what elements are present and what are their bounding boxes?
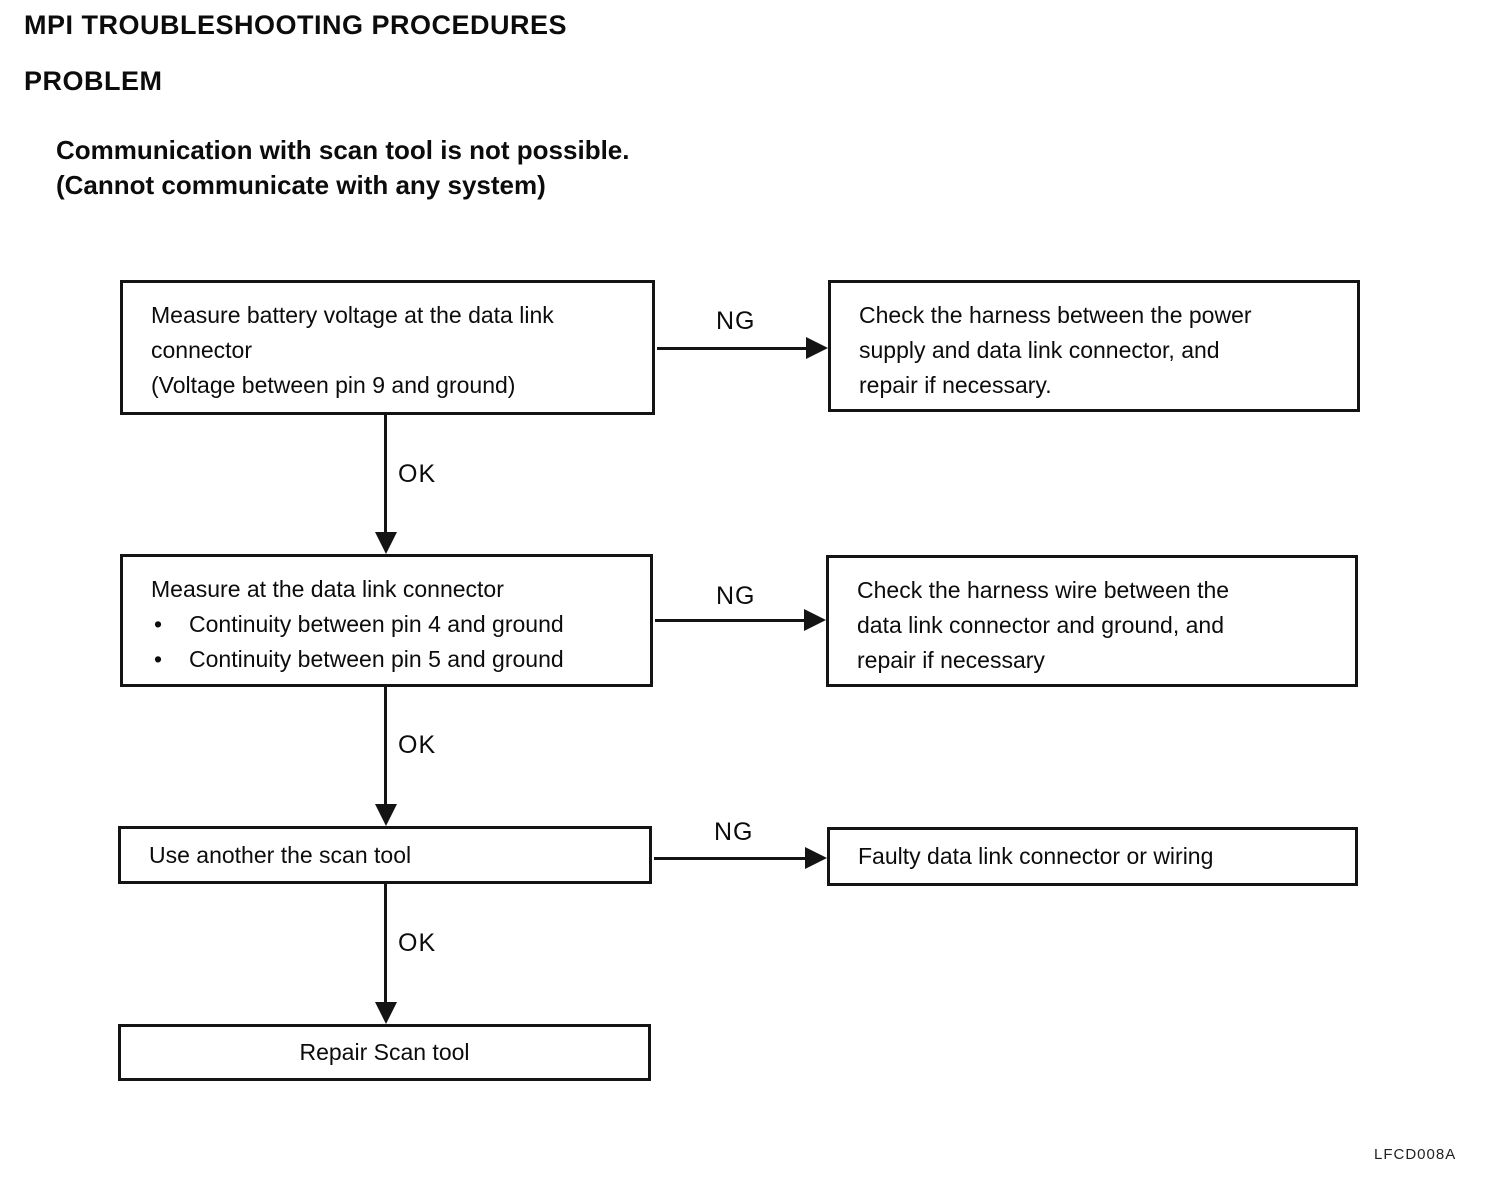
problem-heading: PROBLEM [24,66,163,96]
ok-label-1: OK [398,460,437,488]
step1-text-line: Measure battery voltage at the data link [151,302,554,328]
connector-line-step3-result3 [654,857,807,860]
figure-code: LFCD008A [1374,1146,1457,1163]
step1-text-line: (Voltage between pin 9 and ground) [151,372,516,398]
step3-text: Use another the scan tool [149,841,412,868]
arrow-down-icon [375,532,397,554]
flow-result-faulty-data-link-connector: Faulty data link connector or wiring [827,827,1358,886]
connector-line-step2-result2 [655,619,806,622]
connector-line-step1-step2 [384,415,387,532]
flow-step-measure-data-link-connector: Measure at the data link connector • Con… [120,554,653,687]
flow-step-repair-scan-tool: Repair Scan tool [118,1024,651,1081]
result1-text-line: supply and data link connector, and [859,337,1220,363]
flow-step-measure-battery-voltage: Measure battery voltage at the data link… [120,280,655,415]
step2-bullet-text: Continuity between pin 5 and ground [189,646,564,672]
ng-label-3: NG [714,818,754,846]
result2-text-line: Check the harness wire between the [857,577,1230,603]
ok-label-3: OK [398,929,437,957]
step2-bullet-item: • Continuity between pin 4 and ground [151,607,640,642]
result1-text-line: repair if necessary. [859,372,1052,398]
ng-label-1: NG [716,307,756,335]
ng-label-2: NG [716,582,756,610]
result2-text-line: repair if necessary [857,647,1045,673]
connector-line-step3-step4 [384,884,387,1002]
problem-description: Communication with scan tool is not poss… [56,133,630,203]
flow-result-check-ground-harness: Check the harness wire between the data … [826,555,1358,687]
ok-label-2: OK [398,731,437,759]
result1-text-line: Check the harness between the power [859,302,1252,328]
arrow-down-icon [375,804,397,826]
arrow-right-icon [806,337,828,359]
problem-line-1: Communication with scan tool is not poss… [56,135,630,165]
flow-step-use-another-scan-tool: Use another the scan tool [118,826,652,884]
arrow-right-icon [804,609,826,631]
result2-text-line: data link connector and ground, and [857,612,1224,638]
connector-line-step2-step3 [384,687,387,804]
arrow-right-icon [805,847,827,869]
result3-text: Faulty data link connector or wiring [858,843,1214,869]
problem-line-2: (Cannot communicate with any system) [56,170,546,200]
step2-title: Measure at the data link connector [151,576,504,602]
arrow-down-icon [375,1002,397,1024]
page-title: MPI TROUBLESHOOTING PROCEDURES [24,10,568,40]
step4-text: Repair Scan tool [299,1039,470,1065]
bullet-icon: • [154,646,163,672]
step2-bullet-item: • Continuity between pin 5 and ground [151,642,640,677]
bullet-icon: • [154,611,163,637]
flow-result-check-power-harness: Check the harness between the power supp… [828,280,1360,412]
step1-text-line: connector [151,337,253,363]
connector-line-step1-result1 [657,347,808,350]
step2-bullet-text: Continuity between pin 4 and ground [189,611,564,637]
